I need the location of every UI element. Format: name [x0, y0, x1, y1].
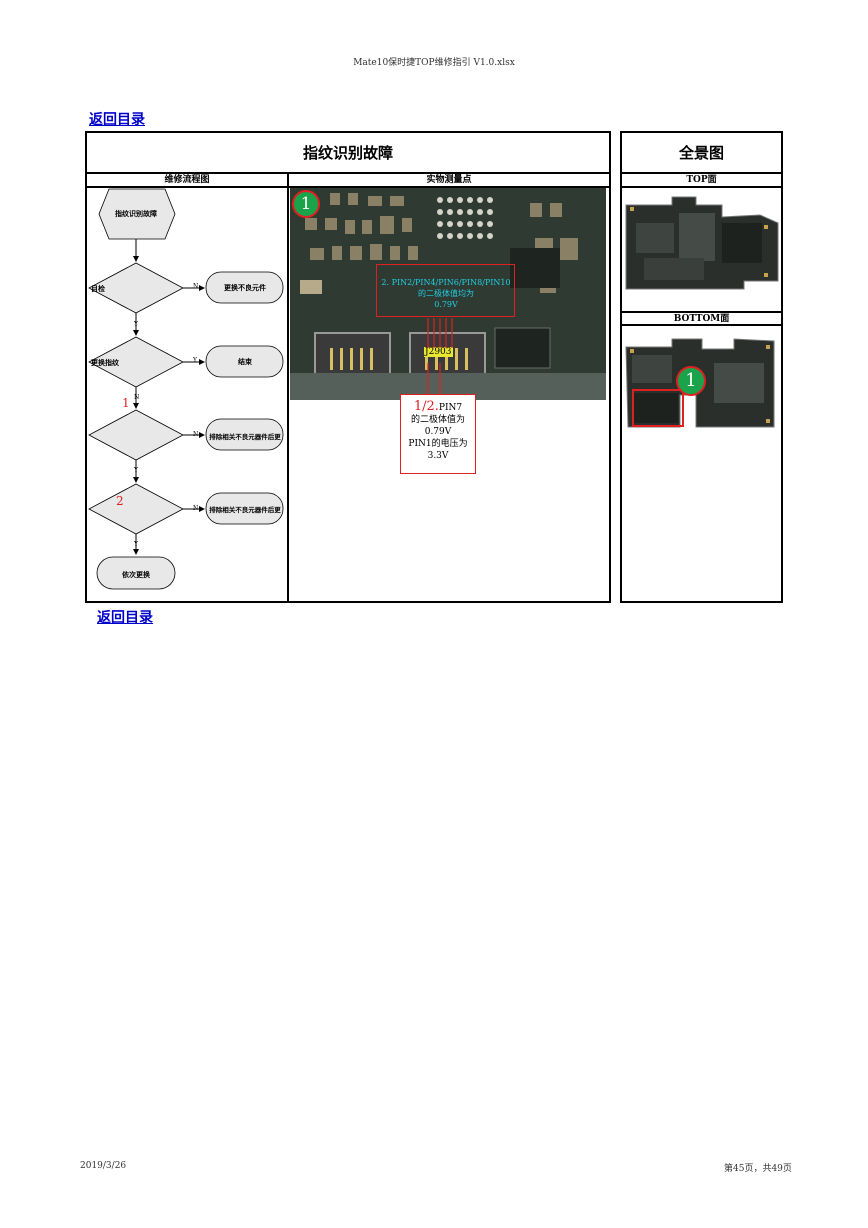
decision-step-2 — [88, 483, 184, 535]
bottom-header: BOTTOM面 — [673, 314, 730, 324]
back-to-contents-link-bottom[interactable]: 返回目录 — [97, 610, 153, 626]
probe-lines — [427, 318, 453, 398]
flow-start-text: 指纹识别故障 — [115, 209, 157, 218]
label-y: Y — [134, 541, 138, 548]
back-to-contents-link-top[interactable]: 返回目录 — [89, 112, 145, 128]
decision-step-1 — [88, 409, 184, 461]
node-step-2-fix — [205, 492, 284, 525]
label-y: Y — [193, 357, 197, 364]
flow-step4-number: 2 — [116, 494, 124, 508]
annotation-line: 0.79V — [424, 427, 452, 437]
panorama-title: 全景图 — [620, 131, 783, 174]
flow-step4-no-text: 排除相关不良元器件后更 — [209, 506, 281, 514]
annotation-box-bottom: 1/2.PIN7 的二极体值为 0.79V PIN1的电压为 3.3V — [400, 394, 476, 474]
label-n: N — [193, 505, 199, 512]
connector-label: J2903 — [424, 347, 453, 357]
divider — [620, 311, 783, 313]
measure-cell — [287, 186, 611, 603]
panorama-cell — [620, 186, 783, 603]
annotation-line: PIN1的电压为 — [408, 439, 468, 449]
node-replace-part — [205, 271, 284, 304]
annotation-number: 1/2. — [413, 399, 439, 414]
footer-date: 2019/3/26 — [80, 1161, 127, 1171]
divider — [620, 324, 783, 326]
end-node — [96, 556, 176, 590]
node-end — [205, 345, 284, 378]
annotation-box-top — [376, 264, 515, 317]
annotation-line: 的二极体值为 — [410, 415, 465, 425]
flow-step3-number: 1 — [122, 396, 130, 410]
label-n: N — [134, 394, 140, 401]
annotation-line: 3.3V — [427, 451, 449, 461]
flow-step1-no-text: 更换不良元件 — [224, 283, 266, 292]
bottom-location-badge: 1 — [676, 366, 706, 396]
annotation-pin: PIN7 — [438, 403, 463, 413]
page-header: Mate10保时捷TOP维修指引 V1.0.xlsx — [353, 58, 515, 68]
start-node — [98, 188, 176, 240]
annotation-top-text: 2. PIN2/PIN4/PIN6/PIN8/PIN10 的二极体值均为 0.7… — [381, 278, 511, 309]
flow-step2-text: 更换指纹 — [91, 358, 119, 367]
flow-end-text: 依次更换 — [122, 570, 150, 579]
footer-page-number: 第45页，共49页 — [724, 1164, 792, 1174]
label-n: N — [193, 283, 199, 290]
bottom-board-image — [625, 338, 775, 428]
main-title: 指纹识别故障 — [85, 131, 611, 174]
flow-step2-yes-text: 结束 — [238, 357, 252, 366]
flow-step3-no-text: 排除相关不良元器件后更 — [209, 433, 281, 441]
label-y: Y — [134, 321, 138, 328]
measure-point-badge: 1 — [292, 190, 320, 218]
bottom-highlight-box — [632, 389, 684, 427]
top-board-image — [625, 196, 779, 290]
flow-step1-text: 目检 — [91, 284, 105, 293]
label-y: Y — [134, 467, 138, 474]
label-n: N — [193, 431, 199, 438]
repair-flowchart — [88, 188, 284, 590]
node-step-1-fix — [205, 418, 284, 451]
